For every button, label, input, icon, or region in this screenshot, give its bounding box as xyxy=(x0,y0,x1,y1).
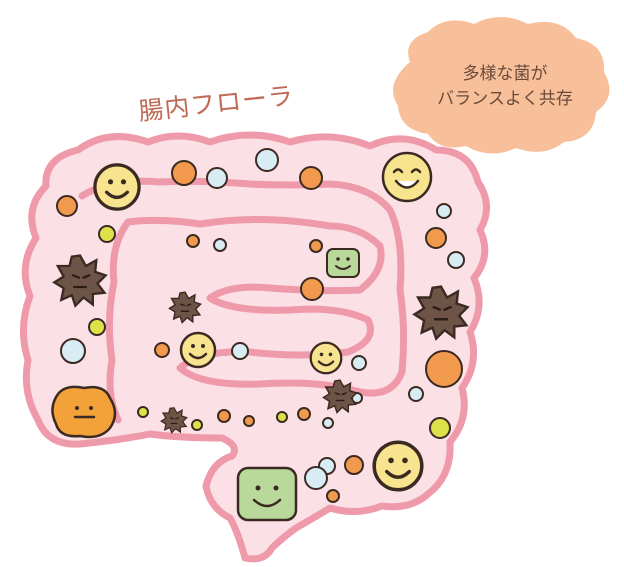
happy-face-icon xyxy=(381,151,433,203)
orange-ball xyxy=(243,415,255,427)
orange-ball xyxy=(297,407,311,421)
orange-ball xyxy=(425,227,447,249)
orange-ball xyxy=(326,489,340,503)
speech-bubble xyxy=(393,17,610,154)
smiley-face-icon xyxy=(309,341,343,375)
yellow-ball xyxy=(88,318,106,336)
green-square-face-icon xyxy=(236,466,298,522)
orange-ball xyxy=(309,239,323,253)
yellow-ball xyxy=(137,406,149,418)
blue-ball xyxy=(408,386,424,402)
blue-ball xyxy=(436,203,452,219)
orange-ball xyxy=(171,160,197,186)
blue-ball xyxy=(206,167,228,189)
orange-ball xyxy=(425,350,463,388)
bacteria-balls xyxy=(56,148,465,503)
orange-ball xyxy=(217,409,231,423)
orange-ball xyxy=(300,277,324,301)
speech-bubble-text: 多様な菌が バランスよく共存 xyxy=(410,62,600,112)
orange-ball xyxy=(299,166,323,190)
orange-germ-face xyxy=(51,385,117,439)
orange-ball xyxy=(154,342,170,358)
green-square-face-icon xyxy=(326,248,360,278)
blue-ball xyxy=(447,251,465,269)
smiley-face-icon xyxy=(93,163,141,211)
blue-ball xyxy=(231,342,249,360)
blue-ball xyxy=(60,338,86,364)
blue-ball xyxy=(351,355,367,371)
orange-ball xyxy=(56,195,78,217)
blue-ball xyxy=(322,417,334,429)
intestine xyxy=(19,131,490,563)
smiley-face-icon xyxy=(372,440,424,492)
orange-ball xyxy=(186,234,200,248)
orange-ball xyxy=(344,455,364,475)
speech-bubble-line-2: バランスよく共存 xyxy=(437,89,573,109)
blue-ball xyxy=(213,238,227,252)
blue-ball xyxy=(255,148,279,172)
yellow-ball xyxy=(429,417,451,439)
yellow-ball xyxy=(276,411,288,423)
blue-ball xyxy=(304,466,328,490)
smiley-face-icon xyxy=(179,331,217,369)
yellow-ball xyxy=(98,225,116,243)
speech-bubble-line-1: 多様な菌が xyxy=(462,64,548,84)
yellow-ball xyxy=(191,419,203,431)
